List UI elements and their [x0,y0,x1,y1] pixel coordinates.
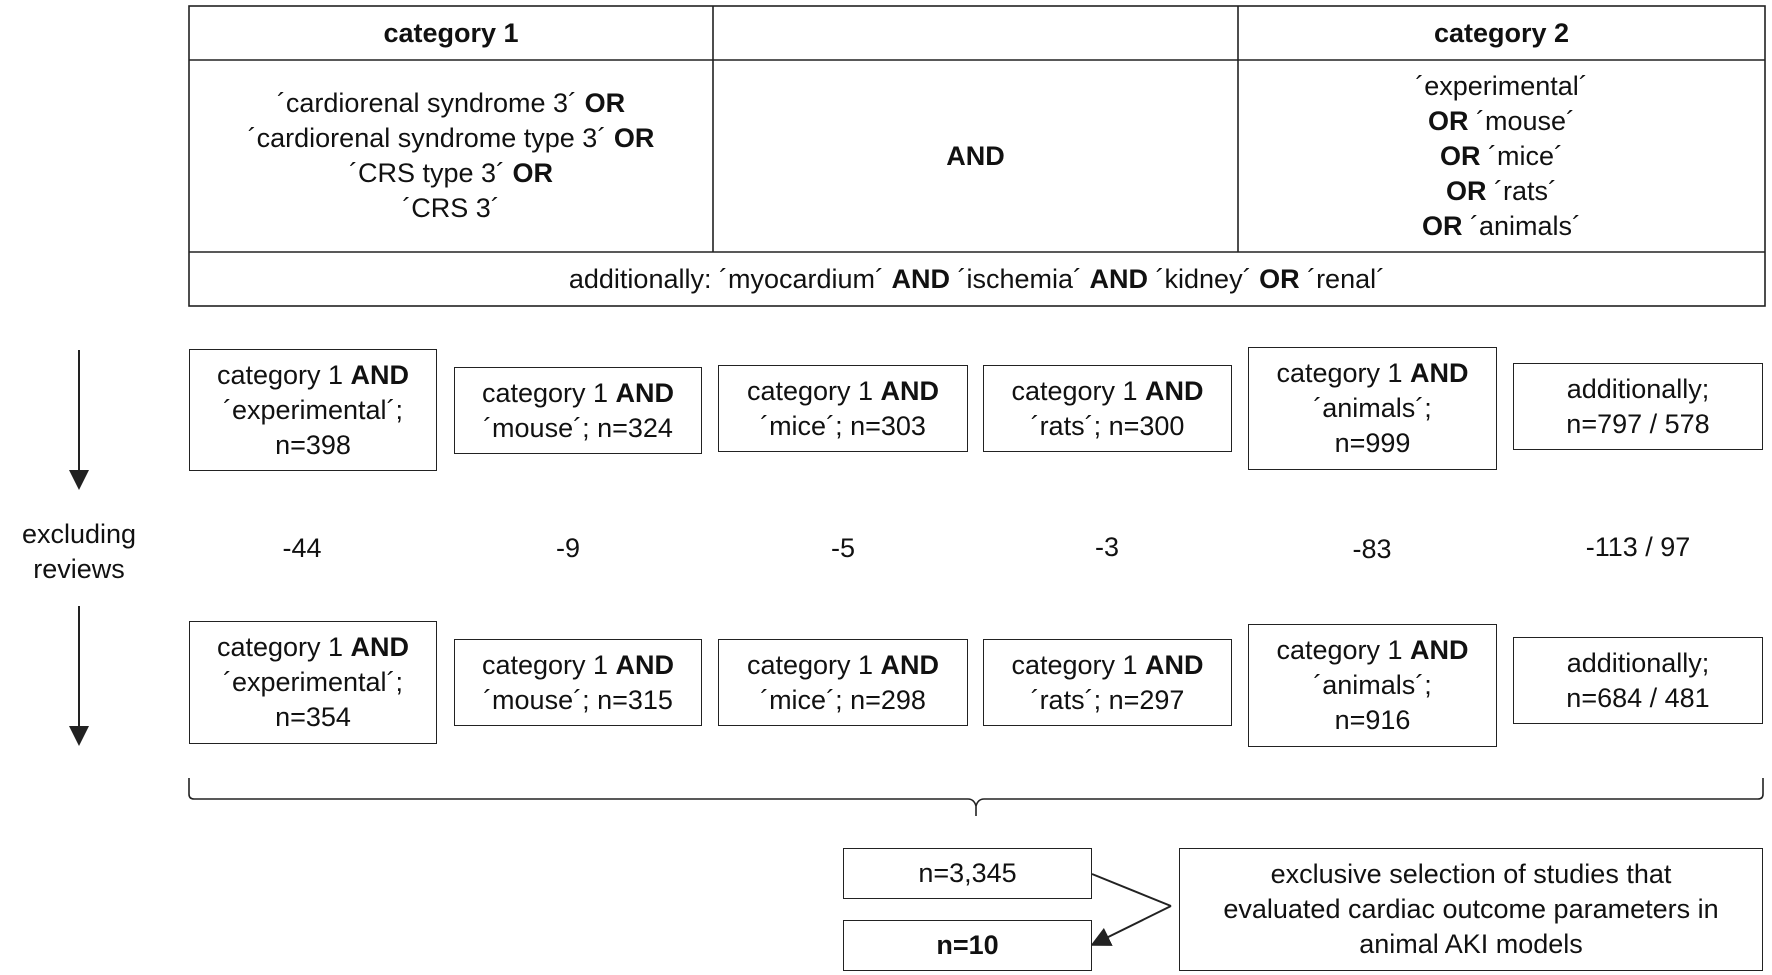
after-box-mice: category 1 AND ´mice´; n=298 [718,639,968,726]
term-line: OR ´mouse´ [1427,105,1576,136]
excluded-count: -113 / 97 [1585,532,1691,562]
before-box-mouse: category 1 AND ´mouse´; n=324 [454,367,702,454]
before-box-additionally: additionally; n=797 / 578 [1513,363,1763,450]
excluded-count: -44 [282,533,322,563]
middle-operator: AND [946,140,1005,171]
excluded-count: -5 [830,533,855,563]
total-count-box: n=3,345 [843,848,1092,899]
term-line: OR ´animals´ [1421,210,1582,241]
category-1-header: category 1 [383,17,519,48]
after-box-rats: category 1 AND ´rats´; n=297 [983,639,1232,726]
term-line: ´experimental´ [1415,70,1588,101]
excluded-count: -9 [555,533,580,563]
term-line: ´CRS type 3´ OR [348,158,554,188]
arrow-note-to-final [1090,905,1172,946]
category-1-terms: ´cardiorenal syndrome 3´ OR ´cardiorenal… [189,60,713,252]
additionally-row: additionally: ´myocardium´ AND ´ischemia… [568,263,1386,294]
term-line: OR ´mice´ [1440,140,1563,171]
grouping-brace [188,778,1764,816]
before-box-experimental: category 1 AND ´experimental´;n=398 [189,349,437,471]
term-line: ´cardiorenal syndrome 3´ OR [276,88,626,118]
after-box-animals: category 1 AND ´animals´;n=916 [1248,624,1497,747]
final-count-box: n=10 [843,920,1092,971]
after-box-experimental: category 1 AND ´experimental´;n=354 [189,621,437,744]
category-2-terms: ´experimental´ OR ´mouse´ OR ´mice´ OR ´… [1238,60,1765,252]
after-box-mouse: category 1 AND ´mouse´; n=315 [454,639,702,726]
before-box-animals: category 1 AND ´animals´;n=999 [1248,347,1497,470]
category-2-header: category 2 [1433,17,1570,48]
arrow-total-to-note [1091,873,1172,907]
excluded-count: -3 [1094,532,1119,562]
selection-note-box: exclusive selection of studies that eval… [1179,848,1763,971]
search-table-frame [188,5,1766,307]
before-box-rats: category 1 AND ´rats´; n=300 [983,365,1232,452]
middle-header [713,6,1238,60]
after-box-additionally: additionally; n=684 / 481 [1513,637,1763,724]
term-line: ´CRS 3´ [402,193,500,223]
excluded-count: -83 [1352,534,1392,564]
term-line: OR ´rats´ [1446,175,1557,206]
term-line: ´cardiorenal syndrome type 3´ OR [247,123,655,153]
before-box-mice: category 1 AND ´mice´; n=303 [718,365,968,452]
